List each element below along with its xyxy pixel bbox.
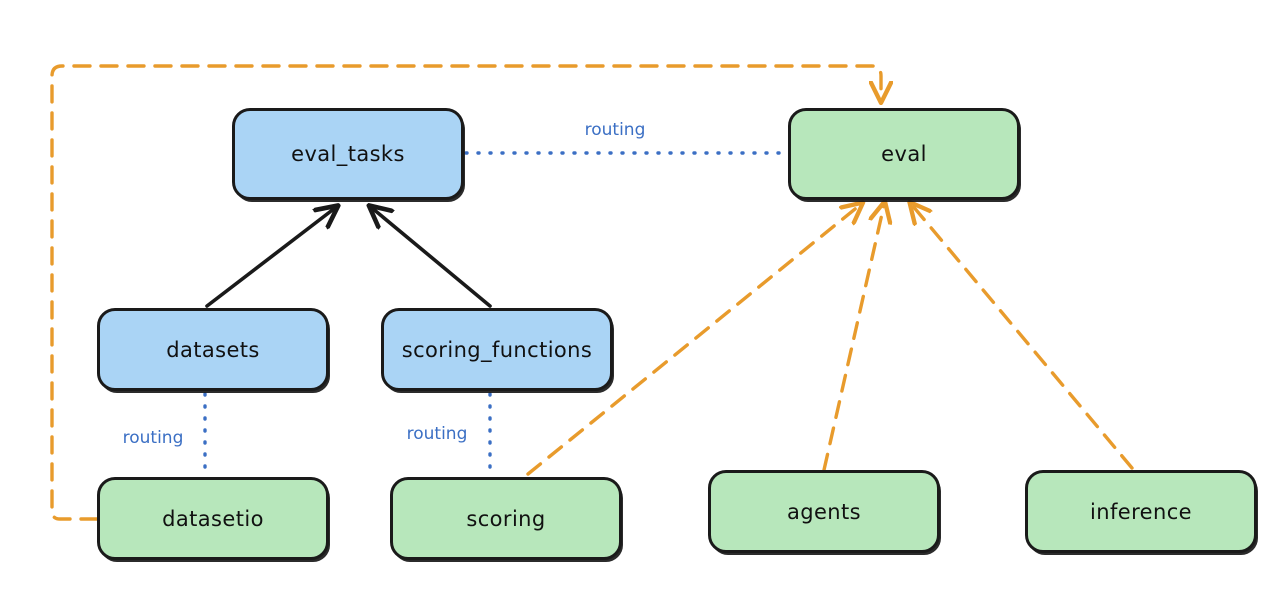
node-label-eval: eval [881,142,927,166]
edge-scoringfn-eval_tasks [372,208,492,308]
node-agents[interactable]: agents [708,470,940,553]
node-datasetio[interactable]: datasetio [97,477,329,560]
edge-datasets-eval_tasks [205,208,335,308]
node-eval[interactable]: eval [788,108,1020,200]
node-label-datasets: datasets [166,337,260,362]
node-label-eval_tasks: eval_tasks [291,142,405,166]
node-scoring_functions[interactable]: scoring_functions [381,308,613,391]
node-label-inference: inference [1090,499,1192,524]
edge-datasetio-eval [50,64,881,521]
edge-label-routing-datasets-datasetio: routing [122,428,184,448]
node-datasets[interactable]: datasets [97,308,329,391]
node-label-datasetio: datasetio [162,506,264,531]
node-label-scoring_functions: scoring_functions [401,337,593,362]
node-eval_tasks[interactable]: eval_tasks [232,108,464,200]
edge-label-routing-scoringfn-scoring: routing [406,424,468,444]
edge-scoring-eval [526,205,860,476]
node-label-scoring: scoring [466,506,546,531]
node-label-agents: agents [786,499,861,524]
node-scoring[interactable]: scoring [390,477,622,560]
edge-label-routing-eval_tasks-eval: routing [584,120,646,140]
edge-inference-eval [912,205,1134,470]
edge-agents-eval [822,205,884,472]
node-inference[interactable]: inference [1025,470,1257,553]
